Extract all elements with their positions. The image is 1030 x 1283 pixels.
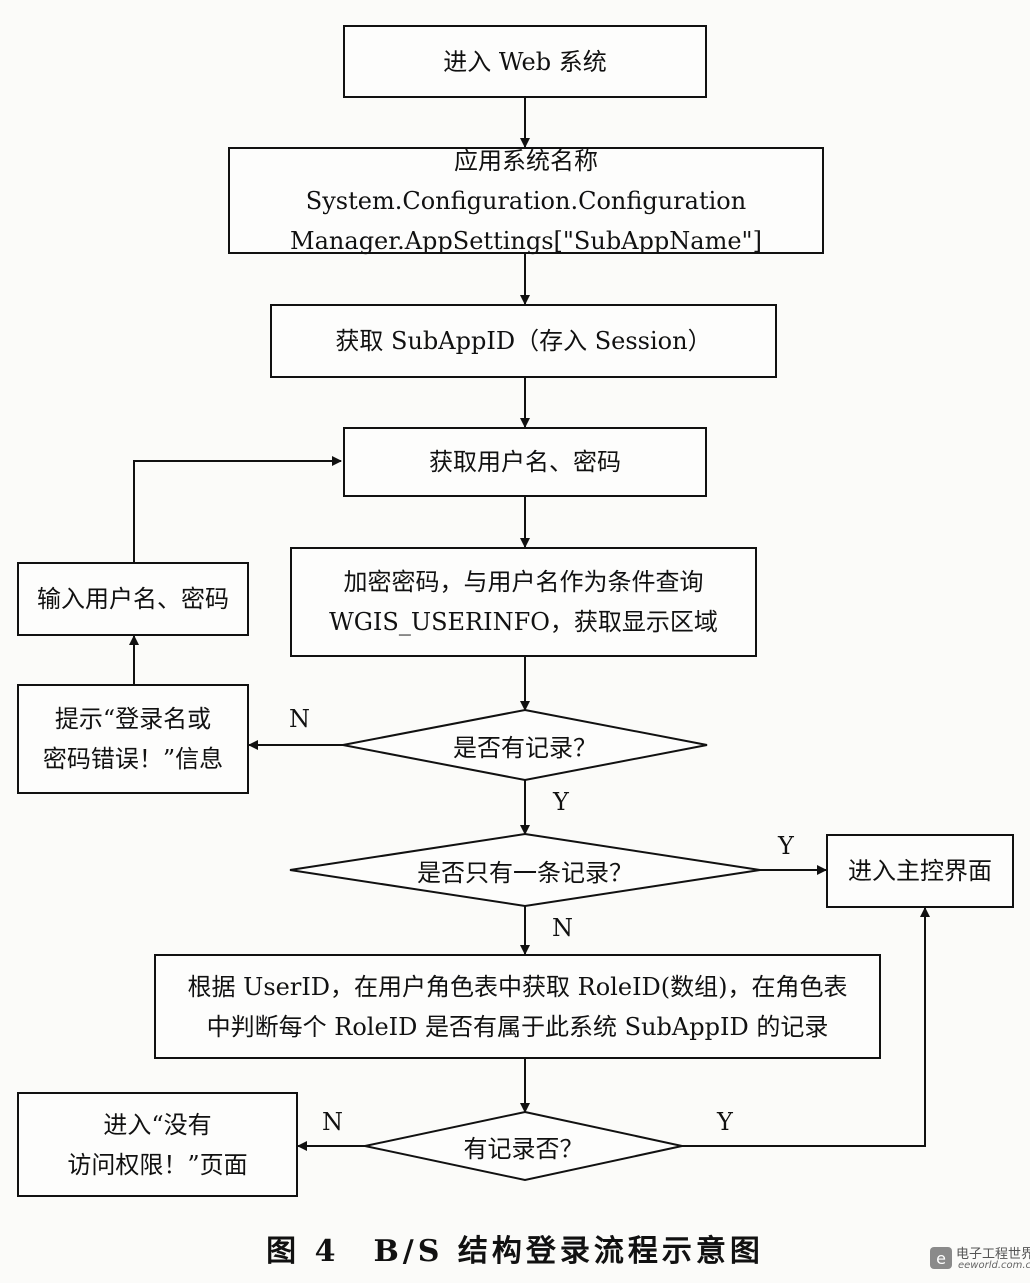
edge-input-to-getuser bbox=[133, 456, 342, 562]
node-get-subappid: 获取 SubAppID（存入 Session） bbox=[270, 304, 777, 378]
edge-hasrecordq-to-mainui bbox=[682, 907, 930, 1147]
watermark-name: 电子工程世界 bbox=[956, 1247, 1030, 1262]
node-enter-web-text: 进入 Web 系统 bbox=[443, 47, 607, 76]
node-no-access-line1: 进入“没有 bbox=[103, 1110, 212, 1139]
edge-label-n-only-one: N bbox=[552, 914, 573, 942]
node-encrypt-line1: 加密密码，与用户名作为条件查询 bbox=[343, 568, 704, 596]
decision-only-one-label: 是否只有一条记录？ bbox=[417, 858, 633, 887]
edge-label-y-only-one: Y bbox=[778, 832, 794, 860]
node-input-user-pwd-text: 输入用户名、密码 bbox=[37, 585, 229, 613]
edge-label-n-has-record-q: N bbox=[322, 1108, 343, 1136]
decision-has-record-shape bbox=[342, 708, 708, 782]
edge-label-y-has-record: Y bbox=[553, 788, 569, 816]
decision-has-record-q-label: 有记录否？ bbox=[463, 1134, 584, 1163]
node-get-user-pwd-text: 获取用户名、密码 bbox=[429, 448, 621, 476]
node-app-name-line1: 应用系统名称 System.Configuration.Configuratio… bbox=[305, 146, 747, 215]
decision-has-record-q-shape bbox=[364, 1110, 683, 1182]
node-error-line1: 提示“登录名或 bbox=[54, 705, 212, 733]
watermark-url: eeworld.com.cn bbox=[958, 1260, 1030, 1271]
node-get-user-pwd: 获取用户名、密码 bbox=[343, 427, 707, 497]
figure-caption: 图 4 B/S 结构登录流程示意图 bbox=[266, 1234, 764, 1269]
node-main-ui: 进入主控界面 bbox=[826, 834, 1014, 908]
node-enter-web: 进入 Web 系统 bbox=[343, 25, 707, 98]
node-app-name-line2: Manager.AppSettings["SubAppName"] bbox=[290, 226, 762, 255]
node-main-ui-text: 进入主控界面 bbox=[848, 857, 992, 885]
node-input-user-pwd: 输入用户名、密码 bbox=[17, 562, 249, 636]
decision-has-record-label: 是否有记录？ bbox=[453, 733, 597, 762]
node-role-line2: 中判断每个 RoleID 是否有属于此系统 SubAppID 的记录 bbox=[206, 1012, 829, 1041]
node-error-line2: 密码错误！”信息 bbox=[42, 745, 224, 773]
node-error-message: 提示“登录名或 密码错误！”信息 bbox=[17, 684, 249, 794]
edge-label-n-has-record: N bbox=[289, 705, 310, 733]
watermark-logo: e 电子工程世界 eeworld.com.cn bbox=[930, 1243, 1030, 1279]
node-encrypt-query: 加密密码，与用户名作为条件查询 WGIS_USERINFO，获取显示区域 bbox=[290, 547, 757, 657]
node-role-line1: 根据 UserID，在用户角色表中获取 RoleID(数组)，在角色表 bbox=[187, 972, 848, 1001]
node-get-subappid-text: 获取 SubAppID（存入 Session） bbox=[335, 327, 712, 355]
watermark-icon: e bbox=[930, 1247, 952, 1269]
node-encrypt-line2: WGIS_USERINFO，获取显示区域 bbox=[329, 608, 718, 636]
edge-label-y-has-record-q: Y bbox=[717, 1108, 733, 1136]
decision-only-one-shape bbox=[289, 832, 761, 908]
node-no-access: 进入“没有 访问权限！”页面 bbox=[17, 1092, 298, 1197]
node-no-access-line2: 访问权限！”页面 bbox=[67, 1150, 248, 1179]
node-app-name: 应用系统名称 System.Configuration.Configuratio… bbox=[228, 147, 824, 255]
node-role-check: 根据 UserID，在用户角色表中获取 RoleID(数组)，在角色表 中判断每… bbox=[154, 954, 881, 1059]
